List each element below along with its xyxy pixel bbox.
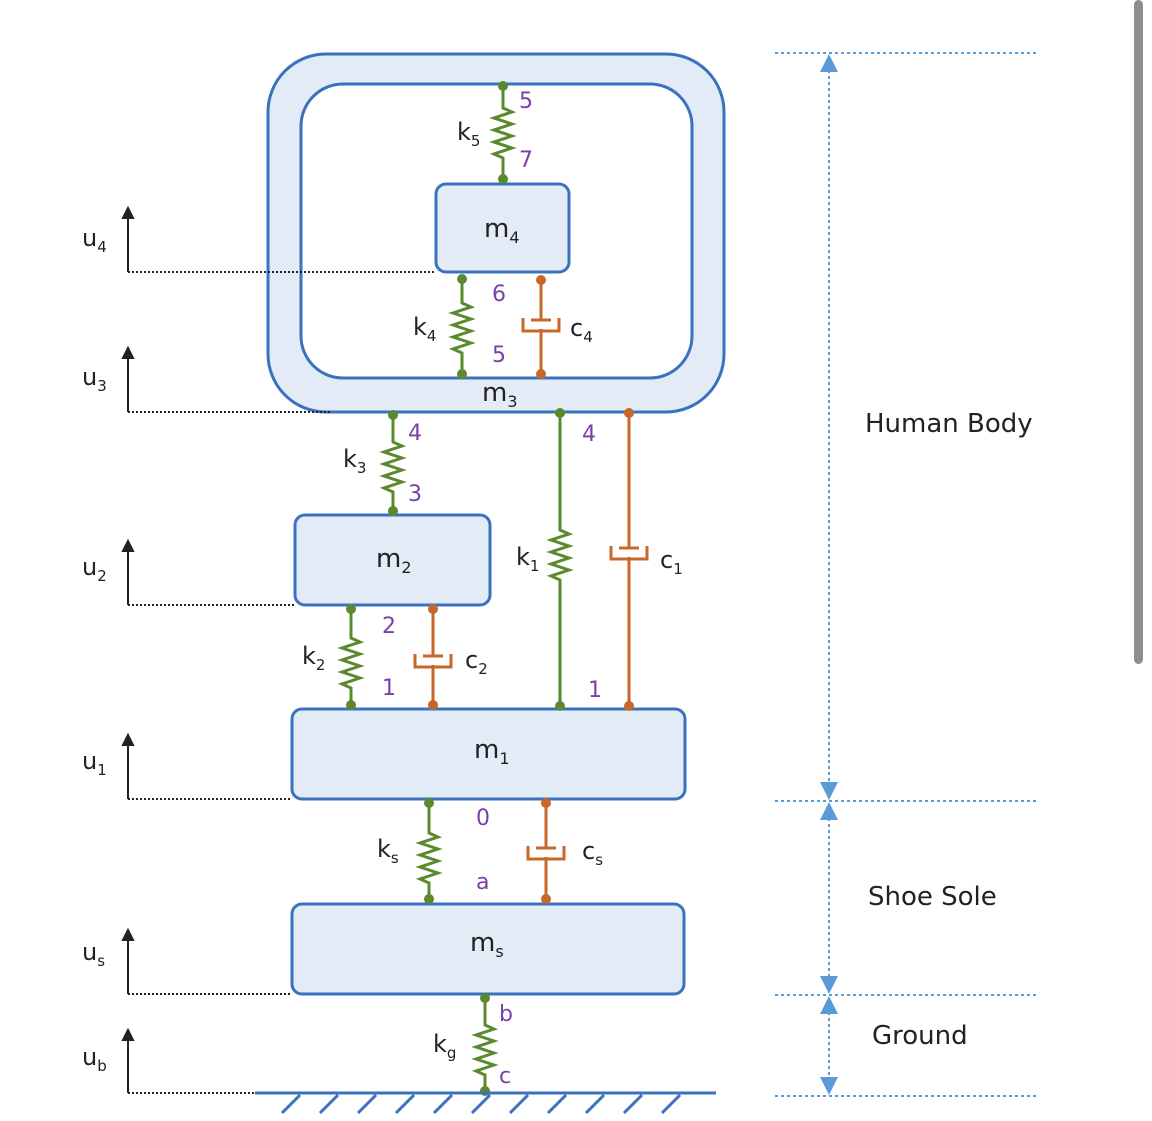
damper-cs (526, 803, 566, 899)
node-label-3: 3 (408, 482, 422, 507)
damper-label-c4: c4 (570, 314, 593, 346)
connection-dots (346, 81, 634, 1096)
node-label-7: 7 (519, 148, 533, 173)
damper-c4 (521, 280, 561, 374)
spring-k2 (337, 609, 365, 705)
spring-k3 (379, 415, 407, 511)
node-label-c: c (499, 1064, 511, 1089)
mass-label-m3: m3 (482, 378, 518, 411)
displacement-reference-lines (128, 271, 436, 1094)
ground-surface (255, 1091, 716, 1115)
vertical-scrollbar[interactable] (1134, 0, 1143, 664)
spring-label-k2: k2 (302, 642, 325, 674)
spring-label-kg: kg (433, 1030, 456, 1062)
node-label-1-right: 1 (588, 678, 602, 703)
spring-k1 (546, 413, 574, 706)
region-label-human-body: Human Body (865, 409, 1033, 439)
node-label-b: b (499, 1002, 513, 1027)
damper-label-c2: c2 (465, 646, 488, 678)
node-label-4-left: 4 (408, 421, 422, 446)
node-label-2: 2 (382, 614, 396, 639)
displacement-label-u4: u4 (82, 224, 107, 256)
node-label-5-top: 5 (519, 89, 533, 114)
mass-m4 (434, 182, 571, 274)
displacement-arrows (121, 205, 135, 1093)
region-arrowheads (820, 54, 838, 1095)
spring-k4 (448, 279, 476, 374)
node-label-6: 6 (492, 282, 506, 307)
displacement-label-ub: ub (82, 1043, 107, 1075)
displacement-label-u1: u1 (82, 747, 107, 779)
displacement-label-u2: u2 (82, 553, 107, 585)
spring-label-k5: k5 (457, 118, 480, 150)
region-label-shoe-sole: Shoe Sole (868, 882, 997, 912)
mass-label-ms: ms (470, 928, 504, 961)
node-label-4-right: 4 (582, 422, 596, 447)
spring-label-ks: ks (377, 835, 399, 867)
damper-c1 (609, 413, 649, 706)
mass-m1 (290, 707, 687, 801)
region-label-ground: Ground (872, 1021, 968, 1051)
node-label-1-left: 1 (382, 676, 396, 701)
region-boundaries (775, 52, 1038, 1097)
node-label-a: a (476, 870, 489, 895)
spring-label-k1: k1 (516, 543, 539, 575)
node-label-0: 0 (476, 806, 490, 831)
spring-label-k4: k4 (413, 313, 436, 345)
node-label-5-bottom: 5 (492, 343, 506, 368)
spring-ks (415, 803, 443, 899)
spring-kg (471, 998, 499, 1091)
damper-label-cs: cs (582, 837, 603, 869)
damper-c2 (413, 609, 453, 705)
displacement-label-u3: u3 (82, 363, 107, 395)
mass-label-m1: m1 (474, 735, 510, 768)
mass-label-m2: m2 (376, 544, 412, 577)
spring-k5 (489, 86, 517, 179)
displacement-label-us: us (82, 938, 105, 970)
damper-label-c1: c1 (660, 546, 683, 578)
spring-label-k3: k3 (343, 445, 366, 477)
mass-label-m4: m4 (484, 214, 520, 247)
